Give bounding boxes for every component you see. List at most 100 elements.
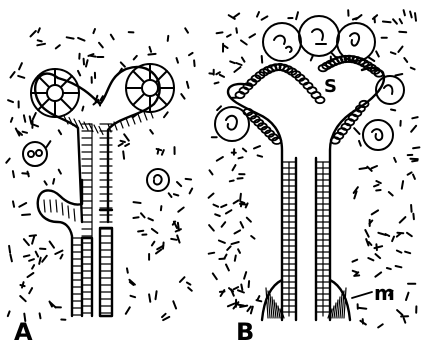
stroma-dash	[404, 10, 405, 15]
stroma-dash	[180, 277, 185, 282]
stroma-dash	[30, 235, 36, 236]
stroma-dash	[121, 62, 125, 66]
stroma-dash	[152, 229, 158, 233]
stroma-dash	[359, 308, 366, 309]
m-pointer	[352, 292, 372, 298]
stroma-dash	[250, 34, 256, 37]
stroma-dash	[402, 181, 403, 189]
stroma-dash	[366, 239, 368, 245]
stroma-dash	[99, 43, 103, 48]
stroma-dash	[141, 213, 145, 217]
stroma-dash	[148, 54, 155, 55]
stroma-dash	[177, 236, 179, 243]
stroma-dash	[6, 159, 9, 163]
stroma-dash	[8, 100, 13, 102]
stroma-dash	[376, 190, 380, 191]
stroma-dash	[406, 293, 409, 300]
panel-a-duct-outline	[35, 67, 160, 316]
stroma-dash	[210, 170, 213, 174]
stroma-dash	[378, 324, 383, 327]
stroma-dash	[187, 82, 189, 88]
panel-b-label: B	[236, 318, 254, 346]
stroma-dash	[413, 214, 414, 219]
stroma-dash	[56, 45, 60, 48]
stroma-dash	[296, 12, 298, 19]
stroma-dash	[8, 311, 10, 316]
stroma-dash	[40, 313, 41, 318]
stroma-dash	[42, 256, 47, 262]
duct-cell-wall	[138, 114, 141, 122]
stroma-dash	[209, 253, 215, 254]
stroma-dash	[232, 242, 239, 244]
stroma-dash	[226, 265, 229, 271]
stroma-dash	[228, 304, 235, 307]
stroma-dash	[413, 175, 415, 179]
stroma-dash	[163, 317, 169, 320]
stroma-dash	[234, 14, 240, 18]
stroma-dash	[257, 12, 259, 17]
duct-cell-wall	[126, 118, 129, 126]
panel-a: A	[6, 28, 194, 346]
stroma-dash	[415, 13, 416, 21]
stroma-dash	[214, 205, 219, 207]
stroma-dash	[238, 305, 244, 306]
stroma-dash	[410, 12, 412, 18]
stroma-dash	[395, 74, 402, 76]
stroma-dash	[124, 134, 129, 140]
stroma-dash	[215, 214, 220, 216]
stroma-dash	[152, 242, 155, 246]
stroma-dash	[412, 161, 417, 162]
stroma-dash	[375, 272, 381, 276]
duct-cell-wall	[84, 122, 88, 130]
stroma-dash	[126, 307, 130, 314]
stroma-dash	[13, 201, 14, 206]
stroma-dash	[397, 251, 402, 253]
stroma-dash	[400, 217, 406, 223]
stroma-dash	[391, 110, 395, 111]
panel-a-acinus-right	[126, 64, 174, 112]
stroma-dash	[161, 206, 162, 210]
stroma-dash	[29, 288, 32, 293]
stroma-dash	[222, 222, 226, 227]
panel-a-duct-cells	[44, 110, 153, 316]
stroma-dash	[247, 218, 251, 222]
stroma-dash	[187, 283, 191, 285]
stroma-dash	[125, 144, 129, 146]
stroma-dash	[398, 47, 402, 52]
stroma-dash	[373, 15, 377, 19]
duct-cell-wall	[94, 125, 98, 133]
stroma-dash	[376, 244, 377, 250]
stroma-dash	[13, 171, 14, 177]
stroma-dash	[241, 285, 242, 291]
duct-cell-wall	[56, 200, 57, 212]
stroma-dash	[134, 56, 137, 60]
stroma-dash	[111, 35, 114, 40]
stroma-dash	[233, 165, 236, 170]
stroma-dash	[399, 32, 406, 33]
stroma-dash	[150, 130, 153, 134]
stroma-dash	[47, 141, 51, 147]
stroma-dash	[50, 242, 54, 248]
stroma-dash	[149, 294, 150, 301]
stroma-dash	[61, 255, 63, 259]
stroma-dash	[240, 204, 246, 205]
duct-cell-wall	[68, 206, 69, 218]
stroma-dash	[148, 218, 153, 220]
stroma-dash	[181, 94, 184, 99]
stroma-dash	[37, 44, 45, 46]
stroma-dash	[354, 128, 359, 134]
stroma-dash	[168, 36, 169, 41]
stroma-dash	[236, 63, 241, 65]
stroma-dash	[59, 170, 61, 174]
stroma-dash	[22, 173, 28, 174]
stroma-dash	[82, 107, 83, 111]
stroma-dash	[150, 47, 152, 52]
stroma-dash	[240, 194, 241, 200]
stroma-dash	[177, 58, 179, 63]
stroma-dash	[220, 75, 224, 77]
panel-a-isolated-cell-right	[147, 169, 169, 191]
duct-cell-wall	[62, 203, 63, 215]
stroma-dash	[213, 273, 217, 279]
stroma-dash	[262, 56, 263, 63]
